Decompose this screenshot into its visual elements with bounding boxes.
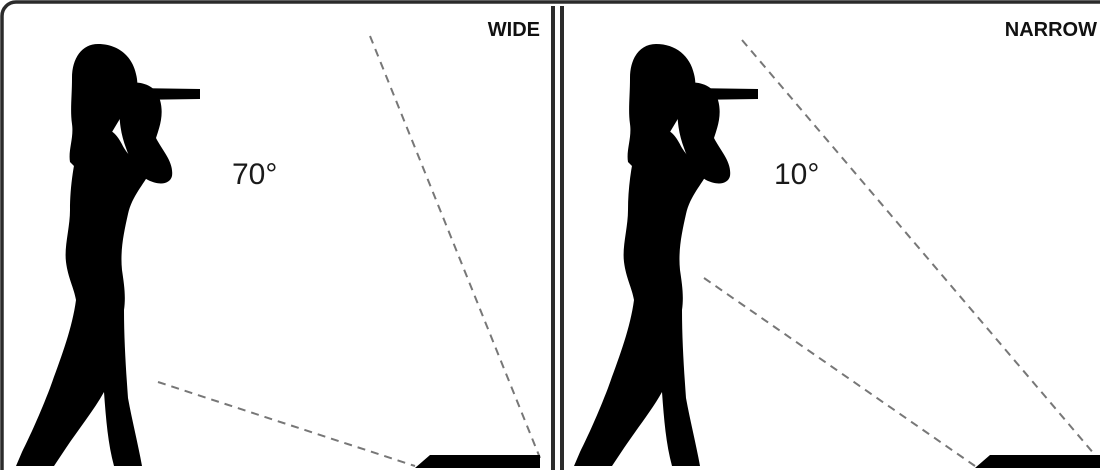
narrow-floor-monitor: [975, 455, 1100, 468]
singer-silhouette-narrow: [574, 44, 758, 466]
narrow-cone-lower-line: [704, 278, 975, 466]
singer-silhouette-wide: [16, 44, 200, 466]
wide-panel: WIDE 70°: [16, 19, 540, 468]
wide-cone-upper-line: [370, 36, 540, 458]
wide-floor-monitor: [415, 455, 540, 468]
wide-panel-label: WIDE: [488, 19, 540, 41]
narrow-panel-label: NARROW: [1005, 19, 1097, 41]
narrow-panel: NARROW 10°: [574, 19, 1100, 468]
narrow-cone-upper-line: [742, 40, 1095, 455]
wide-angle-label: 70°: [232, 158, 277, 191]
wide-cone-lower-line: [158, 382, 415, 466]
narrow-angle-label: 10°: [774, 158, 819, 191]
